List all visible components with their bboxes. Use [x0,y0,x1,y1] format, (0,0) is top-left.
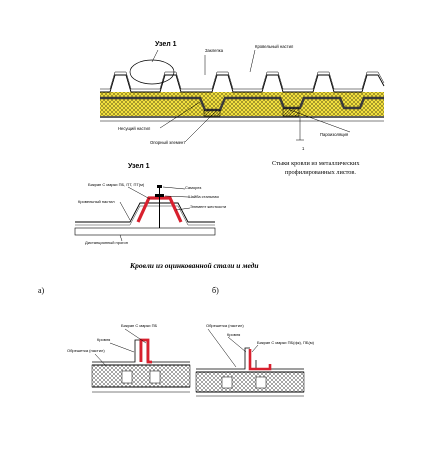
node-label-krovelny: Кровельный настил [78,199,115,204]
bikrap-seam [248,349,272,371]
roof-sheet-right [255,360,304,370]
sheathing-board [195,371,305,393]
letter-a: а) [38,286,45,295]
node-label-distancionny: Дистанционный прогон [85,240,128,245]
distance-purlin [74,227,216,236]
node-detail: Узел 1 Бикрап С марки ПБ, ПТ, ПТ(м) Само… [74,163,226,245]
label-nesushchy: Несущий настил [118,126,151,131]
support-element [203,109,221,117]
roof-sheet-left [196,347,250,370]
sheathing-board [91,364,191,388]
top-node-label: Узел 1 [155,41,177,48]
bottom-left-joint: Бикрап С марки ПБ Кровля Обрешетка (наст… [67,323,191,393]
top-profiled-sheet [100,74,385,93]
letter-b: б) [212,286,219,295]
bl-label-bikrap: Бикрап С марки ПБ [121,323,158,328]
top-section: Узел 1 Заклепка Кровельный настил Несущи… [100,41,385,176]
top-caption-line2: профилированных листов. [285,169,356,176]
section-caption: Кровли из оцинкованной стали и меди [129,261,259,270]
br-label-bikrap: Бикрап С марки ПБ(фк), ПБ(м) [257,340,315,345]
support-element [282,107,300,117]
label-opornyi: Опорный элемент [150,140,185,145]
node-label-bikrap: Бикрап С марки ПБ, ПТ, ПТ(м) [88,182,145,187]
br-label-krovlya: Кровля [227,332,240,337]
label-krovelny: Кровельный настил [255,44,294,49]
bl-label-obreshetka: Обрешетка (настил) [67,348,105,353]
bl-label-krovlya: Кровля [97,337,110,342]
node-title: Узел 1 [128,163,150,170]
node-label-element: Элемент жесткости [190,204,226,209]
bikrap-seam [139,338,152,364]
section-marker: 1 [302,146,305,151]
br-label-obreshetka: Обрешетка (настил) [206,323,244,328]
label-zaklepka: Заклепка [205,48,224,53]
node-label-samorez: Саморез [185,185,201,190]
node-label-shayba: Шайба стальная [188,194,219,199]
bottom-right-joint: Обрешетка (настил) Кровля Бикрап С марки… [195,323,315,397]
top-caption-line1: Стыки кровли из металлических [272,160,360,167]
node-circle [129,59,175,85]
label-paroizolyaciya: Пароизоляция [320,132,348,137]
